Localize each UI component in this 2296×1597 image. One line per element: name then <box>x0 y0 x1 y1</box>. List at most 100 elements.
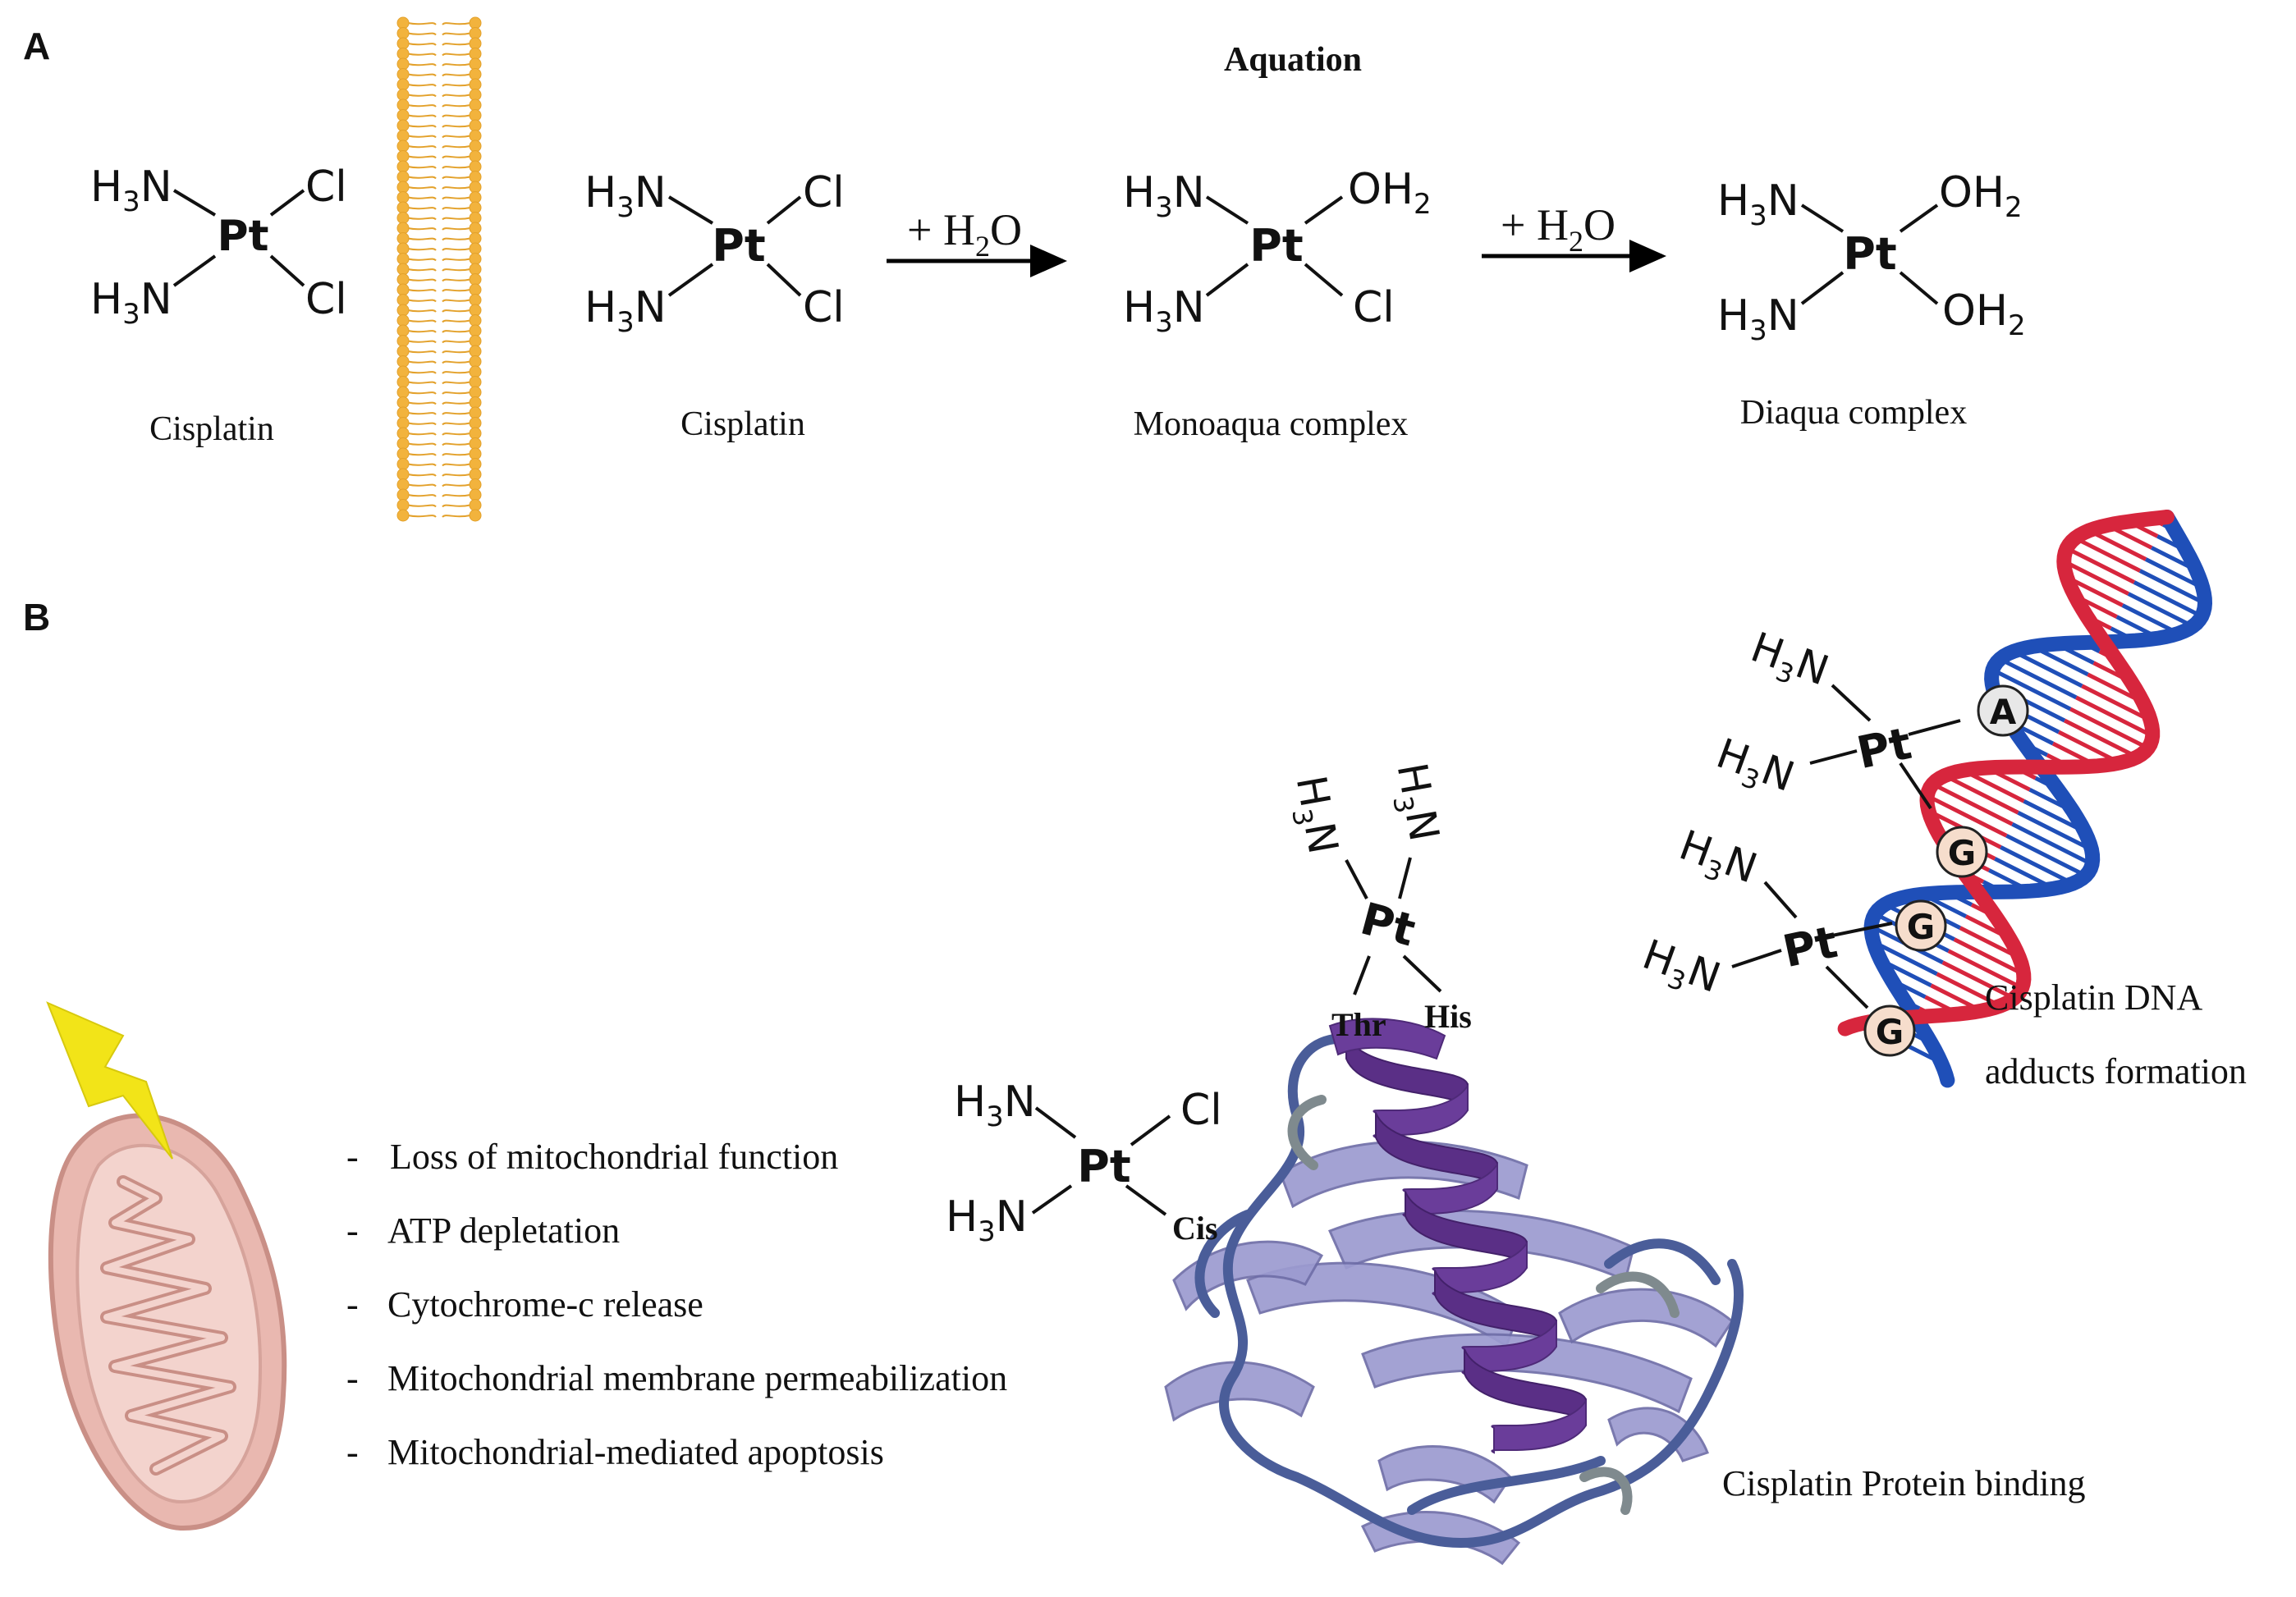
effect-item: - Loss of mitochondrial function <box>346 1137 838 1177</box>
base-pair-rung <box>1932 782 2014 826</box>
lipid-tail <box>407 166 437 169</box>
lipid-head <box>469 314 482 327</box>
base-pair-rung <box>2075 695 2154 738</box>
dna-base-g-1: G <box>1936 826 1988 878</box>
pt-atom: Pt <box>218 212 269 261</box>
effect-item: - ATP depletation <box>346 1210 620 1251</box>
lipid-head <box>469 263 482 276</box>
lipid-head <box>469 242 482 255</box>
pt-atom: Pt <box>1355 893 1420 957</box>
h3n-bottom: H3N <box>946 1192 1028 1248</box>
lipid-tail <box>407 453 437 456</box>
lipid-head <box>469 458 482 470</box>
effect-bullet: - <box>346 1210 359 1251</box>
lipid-head <box>469 98 482 112</box>
loop-coil <box>1219 1033 1744 1549</box>
lipid-head <box>396 304 410 317</box>
effect-text: Mitochondrial-mediated apoptosis <box>387 1432 884 1472</box>
aquation-arrow-1: + H2O <box>887 205 1067 277</box>
protein-label: Cisplatin Protein binding <box>1722 1463 2085 1503</box>
lipid-head <box>469 345 482 358</box>
lipid-tail <box>407 22 437 25</box>
pt-atom: Pt <box>1779 916 1842 977</box>
lipid-tail <box>442 412 471 415</box>
lipid-tail <box>407 463 437 467</box>
lipid-tail <box>442 515 471 518</box>
lipid-head <box>469 376 482 388</box>
base-pair-rung <box>2127 592 2194 629</box>
lipid-tail <box>442 227 471 231</box>
label-cisplatin-inside: Cisplatin <box>681 405 805 443</box>
lipid-tail <box>407 73 437 77</box>
lipid-head <box>469 447 482 460</box>
lipid-tail <box>407 135 437 139</box>
residue-cis: Cis <box>1172 1210 1218 1247</box>
lipid-head <box>469 78 482 91</box>
cl-bottom: Cl <box>305 275 347 324</box>
lipid-head <box>396 48 410 60</box>
base-pair-rung <box>2065 546 2136 584</box>
lipid-tail <box>442 422 471 426</box>
lipid-tail <box>407 442 437 446</box>
h3n-bottom: H3N <box>1123 283 1205 339</box>
pt-atom: Pt <box>712 220 765 272</box>
lipid-tail <box>407 145 437 149</box>
h3n-left: H3N <box>1281 772 1348 858</box>
lipid-head <box>469 417 482 429</box>
base-pair-rung <box>2144 557 2204 590</box>
lipid-head <box>396 396 410 409</box>
lipid-tail <box>442 217 471 221</box>
lipid-tail <box>442 442 471 446</box>
lipid-tail <box>407 483 437 487</box>
lipid-head <box>396 478 410 491</box>
lipid-head <box>396 263 410 276</box>
aquation-arrow-2: + H2O <box>1482 200 1666 272</box>
pt-atom: Pt <box>1077 1141 1130 1192</box>
lipid-head <box>396 242 410 255</box>
lipid-tail <box>407 32 437 36</box>
cl-top: Cl <box>803 168 845 217</box>
lipid-head <box>469 499 482 511</box>
base-letter: A <box>1990 692 2017 732</box>
lipid-tail <box>407 268 437 272</box>
effect-item: - Mitochondrial membrane permeabilizatio… <box>346 1358 1007 1398</box>
effect-text: Loss of mitochondrial function <box>390 1137 838 1177</box>
lipid-head <box>396 78 410 91</box>
beta-sheet <box>1607 1407 1709 1462</box>
label-diaqua: Diaqua complex <box>1740 394 1967 432</box>
lipid-head <box>469 365 482 378</box>
lipid-tail <box>442 43 471 46</box>
lipid-tail <box>407 381 437 385</box>
dna-adduct-1: Pt H3N H3N <box>1711 623 1961 810</box>
lipid-head <box>469 160 482 173</box>
alpha-helix-turn <box>1491 1398 1587 1454</box>
loop-coil <box>1596 1271 1680 1318</box>
cl-top: Cl <box>1180 1086 1222 1135</box>
beta-sheet <box>1361 1333 1693 1414</box>
base-pair-rung <box>2087 529 2147 561</box>
protein-ribbon <box>1164 1018 1744 1566</box>
lipid-tail <box>442 453 471 456</box>
lightning-bolt-icon <box>46 1001 173 1160</box>
lipid-tail <box>442 135 471 139</box>
base-pair-rung <box>1947 949 2023 990</box>
lipid-tail <box>442 32 471 36</box>
dna-strand-red <box>1837 510 2175 1036</box>
lipid-tail <box>407 155 437 159</box>
lipid-head <box>396 468 410 481</box>
lipid-tail <box>442 360 471 364</box>
lipid-tail <box>442 504 471 508</box>
alpha-helix-turn <box>1328 1018 1446 1060</box>
lipid-tail <box>442 494 471 497</box>
loop-coil <box>1407 1456 1606 1515</box>
monoaqua-structure: Pt H3N H3N OH2 Cl <box>1123 165 1432 339</box>
lipid-head <box>469 488 482 501</box>
lipid-tail <box>407 515 437 518</box>
lipid-tail <box>442 94 471 98</box>
h3n-top: H3N <box>1123 168 1205 224</box>
oh2-top: OH2 <box>1939 168 2023 224</box>
pt-atom: Pt <box>1249 220 1303 272</box>
h3n-bottom: H3N <box>584 283 667 339</box>
lipid-tail <box>407 53 437 57</box>
dna-base-g-3: G <box>1863 1004 1916 1057</box>
